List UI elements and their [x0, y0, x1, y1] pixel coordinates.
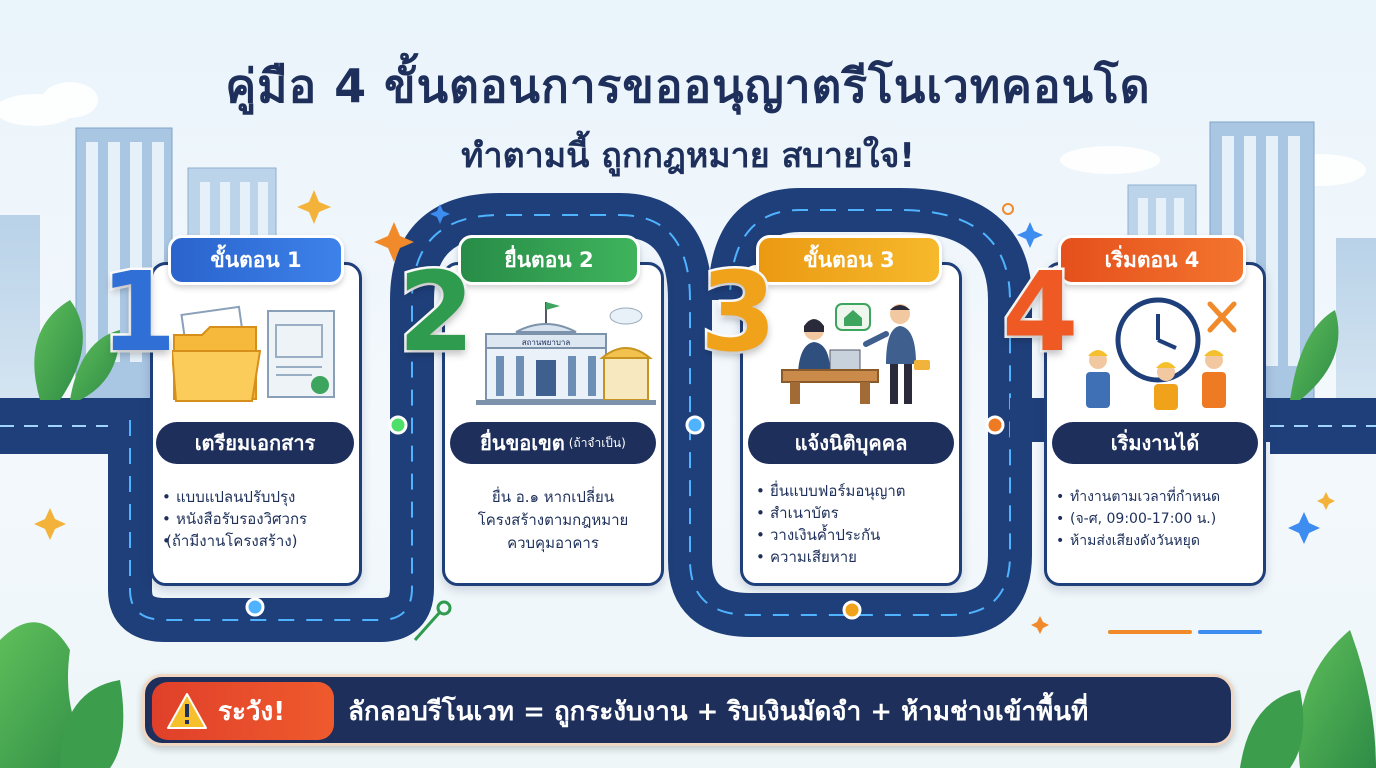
clock-workers-icon: [1086, 297, 1237, 410]
step-heading-text: แจ้งนิติบุคคล: [794, 431, 908, 455]
sparkle-icon: [34, 190, 1335, 641]
step-3-checklist: ยื่นแบบฟอร์มอนุญาต สำเนาบัตร วางเงินค้ำป…: [756, 480, 956, 568]
step-tab-label: ยื่นตอน 2: [504, 247, 594, 272]
page-title: คู่มือ 4 ขั้นตอนการขออนุญาตรีโนเวทคอนโด: [225, 59, 1151, 113]
step-heading-4: เริ่มงานได้: [1052, 422, 1258, 464]
list-item: (จ-ศ, 09:00-17:00 น.): [1056, 508, 1262, 530]
government-building-icon: สถานพยาบาล: [476, 302, 656, 405]
page-subtitle: ทำตามนี้ ถูกกฎหมาย สบายใจ!: [461, 136, 915, 176]
step-heading-3: แจ้งนิติบุคคล: [748, 422, 954, 464]
warning-label: ระวัง!: [218, 696, 286, 727]
list-item: หนังสือรับรองวิศวกร: [162, 508, 358, 530]
warning-text: ลักลอบรีโนเวท = ถูกระงับงาน + ริบเงินมัด…: [348, 697, 1089, 727]
step-tab-label: ขั้นตอน 3: [803, 247, 895, 272]
warning-tag: ระวัง!: [152, 682, 334, 740]
step-tab-4: เริ่มตอน 4: [1058, 235, 1246, 285]
list-item: แบบแปลนปรับปรุง: [162, 486, 358, 508]
step-number-2: 2: [396, 246, 478, 379]
list-item: ห้ามส่งเสียงดังวันหยุด: [1056, 530, 1262, 552]
plant-left: [0, 300, 124, 768]
building-sign-text: สถานพยาบาล: [522, 338, 571, 347]
step-tab-label: เริ่มตอน 4: [1104, 247, 1200, 272]
step-4-checklist: ทำงานตามเวลาที่กำหนด (จ-ศ, 09:00-17:00 น…: [1056, 486, 1262, 552]
step-number-1: 1: [98, 246, 180, 379]
step-tab-1: ขั้นตอน 1: [168, 235, 344, 285]
step-tab-2: ยื่นตอน 2: [458, 235, 640, 285]
list-item: ยื่นแบบฟอร์มอนุญาต: [756, 480, 956, 502]
warning-triangle-icon: [167, 693, 207, 729]
description-line: ควบคุมอาคาร: [507, 534, 599, 552]
list-item: ทำงานตามเวลาที่กำหนด: [1056, 486, 1262, 508]
step-heading-text: เริ่มงานได้: [1110, 431, 1200, 455]
description-line: ยื่น อ.๑ หากเปลี่ยน: [491, 488, 615, 506]
document-folder-icon: [172, 305, 335, 402]
step-heading-2: ยื่นขอเขต(ถ้าจำเป็น): [450, 422, 656, 464]
step-number-4: 4: [1000, 246, 1082, 379]
list-item: ความเสียหาย: [756, 546, 956, 568]
worker-figures: [1086, 350, 1226, 410]
list-item: สำเนาบัตร: [756, 502, 956, 524]
list-item: (ถ้ามีงานโครงสร้าง): [162, 530, 358, 552]
step-tab-label: ขั้นตอน 1: [210, 247, 302, 272]
step-heading-1: เตรียมเอกสาร: [156, 422, 354, 464]
step-heading-note: (ถ้าจำเป็น): [568, 435, 626, 450]
step-1-checklist: แบบแปลนปรับปรุง หนังสือรับรองวิศวกร (ถ้า…: [162, 486, 358, 552]
step-number-3: 3: [698, 246, 780, 379]
list-item: วางเงินค้ำประกัน: [756, 524, 956, 546]
step-tab-3: ขั้นตอน 3: [756, 235, 942, 285]
description-line: โครงสร้างตามกฎหมาย: [477, 511, 629, 529]
road-nodes: [245, 415, 1005, 620]
office-meeting-icon: [781, 303, 930, 404]
step-2-description: ยื่น อ.๑ หากเปลี่ยน โครงสร้างตามกฎหมาย ค…: [448, 486, 658, 555]
plant-right: [1240, 310, 1376, 768]
step-heading-text: เตรียมเอกสาร: [194, 431, 316, 455]
step-heading-text: ยื่นขอเขต: [480, 431, 565, 455]
